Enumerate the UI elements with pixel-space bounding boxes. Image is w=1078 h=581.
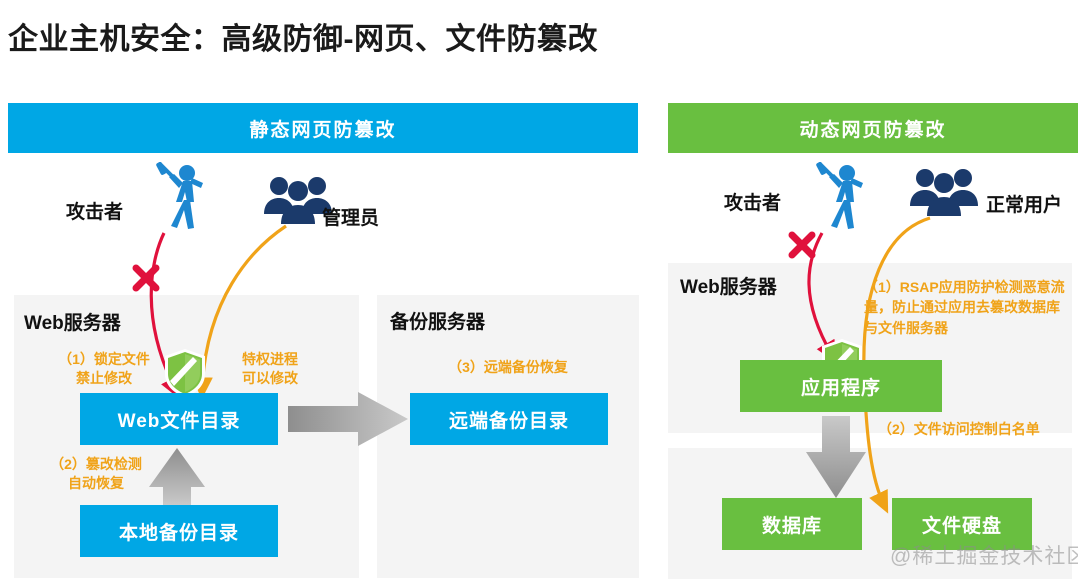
annotation-remote-restore: （3）远端备份恢复 xyxy=(448,359,568,375)
attacker-figure-icon xyxy=(156,162,203,229)
actor-label-admin: 管理员 xyxy=(322,208,380,229)
box-application[interactable]: 应用程序 xyxy=(740,360,942,412)
watermark: @稀土掘金技术社区 xyxy=(890,545,1078,568)
annotation-privileged-process: 特权进程 可以修改 xyxy=(215,350,325,388)
annotation-privileged-process-line2: 可以修改 xyxy=(242,369,298,386)
box-file-disk[interactable]: 文件硬盘 xyxy=(892,498,1032,550)
shield-icon-left xyxy=(165,349,205,397)
panel-title-web-server-left: Web服务器 xyxy=(24,313,121,334)
users-group-icon xyxy=(264,177,332,224)
page-title: 企业主机安全：高级防御-网页、文件防篡改 xyxy=(8,23,598,56)
actor-label-attacker-right: 攻击者 xyxy=(724,193,782,214)
box-database[interactable]: 数据库 xyxy=(722,498,862,550)
section-header-dynamic-page-tamper-proof: 动态网页防篡改 xyxy=(668,103,1078,153)
annotation-tamper-detect: （2）篡改检测 自动恢复 xyxy=(26,455,166,493)
annotation-lock-file-line2: 禁止修改 xyxy=(76,369,132,386)
annotation-lock-file: （1）锁定文件 禁止修改 xyxy=(34,350,174,388)
attacker-figure-icon xyxy=(816,162,863,229)
section-header-static-page-tamper-proof: 静态网页防篡改 xyxy=(8,103,638,153)
box-local-backup-directory[interactable]: 本地备份目录 xyxy=(80,505,278,557)
annotation-file-access-whitelist: （2）文件访问控制白名单 xyxy=(878,421,1040,437)
box-remote-backup-directory[interactable]: 远端备份目录 xyxy=(410,393,608,445)
annotation-rsap-protection: （1）RSAP应用防护检测恶意流量，防止通过应用去篡改数据库与文件服务器 xyxy=(864,279,1065,336)
panel-title-backup-server: 备份服务器 xyxy=(390,312,486,333)
annotation-privileged-process-line1: 特权进程 xyxy=(242,351,298,367)
actor-label-attacker-left: 攻击者 xyxy=(66,202,124,223)
annotation-tamper-detect-line2: 自动恢复 xyxy=(68,474,124,491)
annotation-tamper-detect-line1: （2）篡改检测 xyxy=(50,456,142,472)
users-group-icon xyxy=(910,169,978,216)
panel-title-web-server-right: Web服务器 xyxy=(680,277,777,298)
annotation-lock-file-line1: （1）锁定文件 xyxy=(58,351,150,367)
actor-label-normal-user: 正常用户 xyxy=(986,195,1063,216)
box-web-file-directory[interactable]: Web文件目录 xyxy=(80,393,278,445)
